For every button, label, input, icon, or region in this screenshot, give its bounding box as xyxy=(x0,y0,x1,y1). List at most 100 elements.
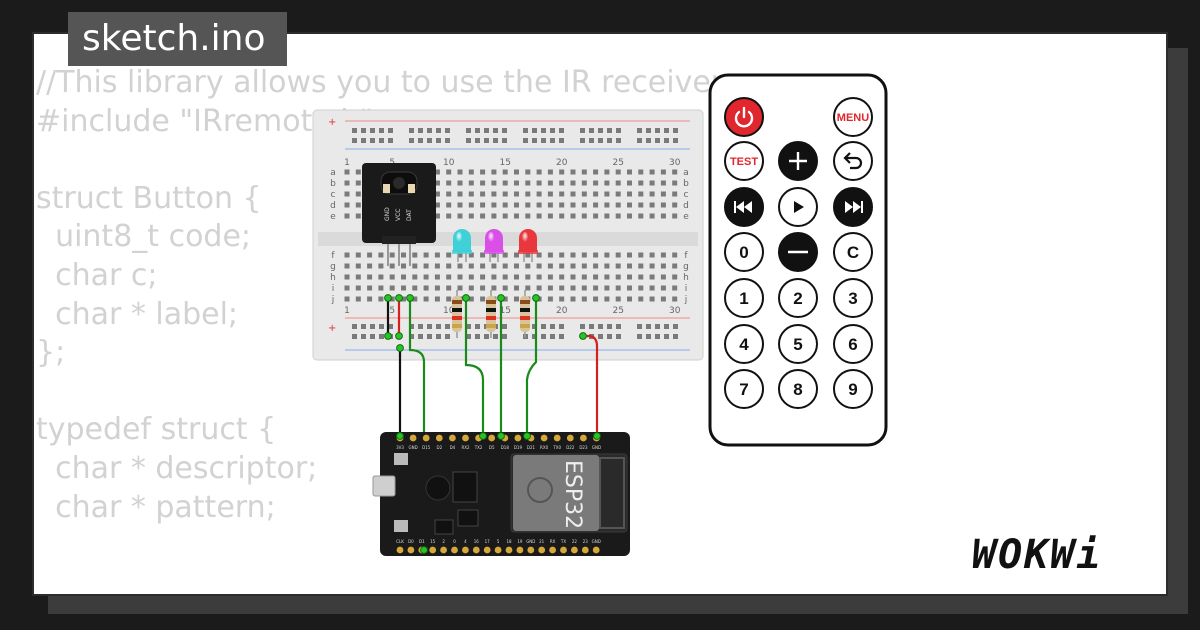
code-editor[interactable]: //This library allows you to use the IR … xyxy=(36,64,723,527)
esp32-pin[interactable] xyxy=(483,546,491,554)
remote-button-test[interactable]: TEST xyxy=(724,141,764,181)
remote-button-3[interactable]: 3 xyxy=(833,278,873,318)
esp32-pin[interactable] xyxy=(592,546,600,554)
esp32-pin[interactable] xyxy=(472,546,480,554)
remote-button-face[interactable] xyxy=(778,369,818,409)
resistor[interactable] xyxy=(486,296,496,332)
esp32-pin-label: D22 xyxy=(566,445,575,450)
esp32-component xyxy=(425,475,451,501)
remote-button-face[interactable] xyxy=(724,232,764,272)
esp32-pin[interactable] xyxy=(538,546,546,554)
esp32-pin[interactable] xyxy=(407,546,415,554)
remote-button-minus[interactable] xyxy=(778,232,818,272)
remote-button-5[interactable]: 5 xyxy=(778,324,818,364)
remote-button-forward[interactable] xyxy=(833,187,873,227)
breadboard-hole xyxy=(604,285,610,291)
remote-button-power[interactable] xyxy=(724,97,764,137)
breadboard-hole xyxy=(502,263,508,269)
boot-button[interactable] xyxy=(394,453,408,465)
remote-button-face[interactable] xyxy=(778,278,818,318)
remote-button-8[interactable]: 8 xyxy=(778,369,818,409)
remote-button-4[interactable]: 4 xyxy=(724,324,764,364)
led[interactable] xyxy=(519,229,537,252)
wire-endpoint xyxy=(462,294,470,302)
remote-button-face[interactable] xyxy=(833,141,873,181)
remote-button-face[interactable] xyxy=(833,369,873,409)
remote-button-2[interactable]: 2 xyxy=(778,278,818,318)
esp32-pin[interactable] xyxy=(581,546,589,554)
esp32-pin[interactable] xyxy=(540,434,548,442)
breadboard-hole xyxy=(434,202,440,208)
remote-button-7[interactable]: 7 xyxy=(724,369,764,409)
remote-button-label: C xyxy=(847,243,859,262)
remote-button-face[interactable] xyxy=(833,232,873,272)
remote-button-play[interactable] xyxy=(778,187,818,227)
remote-button-face[interactable] xyxy=(833,324,873,364)
remote-button-face[interactable] xyxy=(778,324,818,364)
remote-button-face[interactable] xyxy=(833,97,873,137)
wire-endpoint xyxy=(406,294,414,302)
remote-button-rewind[interactable] xyxy=(724,187,764,227)
breadboard-row-label: e xyxy=(330,212,336,222)
code-line: }; xyxy=(36,335,66,371)
esp32-pin[interactable] xyxy=(571,546,578,554)
esp32-pin[interactable] xyxy=(409,434,417,442)
esp32-pin[interactable] xyxy=(494,546,502,554)
remote-button-label: 7 xyxy=(739,380,748,399)
breadboard-hole xyxy=(660,169,666,175)
esp32-pin[interactable] xyxy=(560,546,567,554)
remote-button-menu[interactable]: MENU xyxy=(833,97,873,137)
esp32-pin[interactable] xyxy=(527,546,535,554)
remote-button-6[interactable]: 6 xyxy=(833,324,873,364)
esp32-pin[interactable] xyxy=(396,546,404,554)
reset-button[interactable] xyxy=(394,520,408,532)
breadboard-hole xyxy=(570,202,576,208)
remote-button-face[interactable] xyxy=(724,278,764,318)
breadboard-hole xyxy=(378,285,384,291)
resistor[interactable] xyxy=(452,296,462,332)
esp32-pin[interactable] xyxy=(505,546,513,554)
wire-endpoint xyxy=(579,332,587,340)
resistor[interactable] xyxy=(520,296,530,332)
code-line: //This library allows you to use the IR … xyxy=(36,65,724,100)
esp32-pin[interactable] xyxy=(429,546,437,554)
esp32-pin[interactable] xyxy=(422,434,430,442)
breadboard-hole xyxy=(536,169,542,175)
remote-button-face[interactable] xyxy=(724,324,764,364)
breadboard-hole xyxy=(547,296,553,302)
esp32-pin-label: 0 xyxy=(453,539,456,544)
esp32-pin[interactable] xyxy=(566,434,574,442)
remote-button-1[interactable]: 1 xyxy=(724,278,764,318)
led[interactable] xyxy=(485,229,503,252)
esp32-pin[interactable] xyxy=(435,434,443,442)
esp32-pin[interactable] xyxy=(440,546,447,554)
breadboard-hole xyxy=(491,263,497,269)
led[interactable] xyxy=(453,229,471,252)
remote-button-face[interactable] xyxy=(833,278,873,318)
esp32-pin[interactable] xyxy=(580,434,587,442)
remote-button-c[interactable]: C xyxy=(833,232,873,272)
remote-button-face[interactable] xyxy=(724,141,764,181)
breadboard-hole xyxy=(547,213,553,219)
esp32-pin[interactable] xyxy=(549,546,556,554)
esp32-pin[interactable] xyxy=(488,434,496,442)
esp32-pin[interactable] xyxy=(449,434,456,442)
esp32-pin[interactable] xyxy=(451,546,458,554)
breadboard-column-label: 5 xyxy=(389,306,395,316)
remote-button-plus[interactable] xyxy=(778,141,818,181)
file-tab-sketch[interactable]: sketch.ino xyxy=(68,12,288,66)
remote-button-face[interactable] xyxy=(724,369,764,409)
breadboard-hole xyxy=(446,169,452,175)
esp32-pin[interactable] xyxy=(514,434,522,442)
breadboard-hole xyxy=(581,285,587,291)
esp32-pin[interactable] xyxy=(462,546,469,554)
esp32-pin[interactable] xyxy=(462,434,469,442)
esp32-pin-label: D5 xyxy=(489,445,495,450)
esp32-pin[interactable] xyxy=(516,546,524,554)
esp32-pin[interactable] xyxy=(553,434,561,442)
remote-button-back[interactable] xyxy=(833,141,873,181)
esp32-regulator xyxy=(452,471,478,503)
remote-button-0[interactable]: 0 xyxy=(724,232,764,272)
remote-button-9[interactable]: 9 xyxy=(833,369,873,409)
